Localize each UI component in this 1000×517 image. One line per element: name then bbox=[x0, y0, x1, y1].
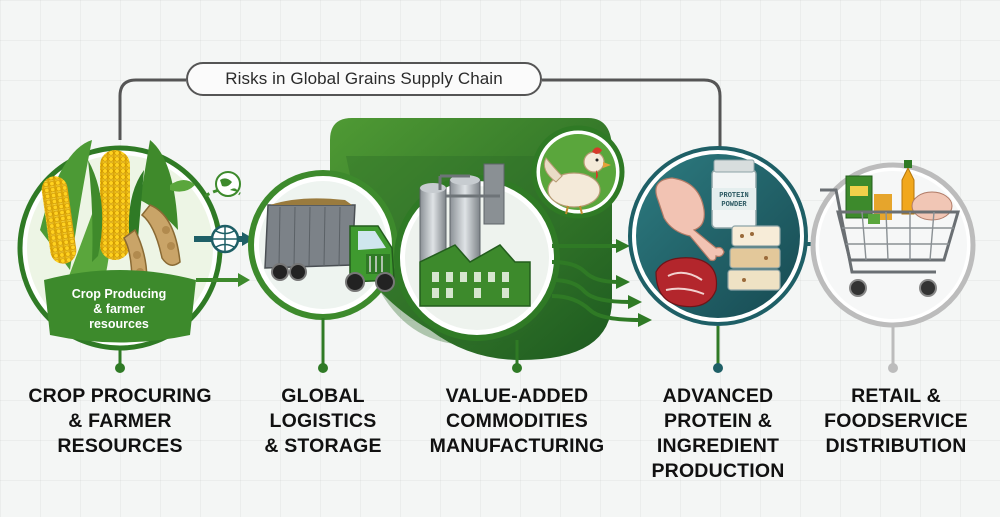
crop-circle bbox=[17, 140, 223, 351]
crop-badge-line-2: & farmer bbox=[93, 302, 145, 316]
crop-badge-line-1: Crop Producing bbox=[71, 287, 167, 301]
stage-2-line-1: GLOBAL bbox=[281, 385, 365, 407]
crop-to-logistics-connector bbox=[194, 171, 254, 287]
diagram-title: Risks in Global Grains Supply Chain bbox=[186, 62, 542, 96]
protein-powder-line-2: POWDER bbox=[721, 201, 747, 209]
stage-5-line-1: RETAIL & bbox=[851, 385, 941, 407]
stage-label-crop-procuring: CROP PROCURING & FARMER RESOURCES bbox=[10, 384, 230, 459]
protein-powder-line-1: PROTEIN bbox=[719, 192, 749, 200]
stage-1-line-2: & FARMER bbox=[68, 410, 172, 432]
protein-circle bbox=[628, 146, 808, 326]
crop-badge-text: Crop Producing & farmer resources bbox=[52, 287, 186, 332]
top-connector bbox=[118, 78, 722, 150]
manufacturing-to-protein-arrows bbox=[551, 244, 641, 322]
stage-1-line-1: CROP PROCURING bbox=[28, 385, 212, 407]
crop-badge-line-3: resources bbox=[89, 317, 149, 331]
stage-3-line-3: MANUFACTURING bbox=[429, 435, 605, 457]
stage-label-value-added: VALUE-ADDED COMMODITIES MANUFACTURING bbox=[414, 384, 620, 459]
label-dots bbox=[115, 363, 898, 373]
stage-label-global-logistics: GLOBAL LOGISTICS & STORAGE bbox=[238, 384, 408, 459]
stage-1-line-3: RESOURCES bbox=[57, 435, 183, 457]
manufacturing-to-protein-arrowheads bbox=[616, 239, 652, 327]
protein-powder-label: PROTEIN POWDER bbox=[712, 192, 756, 210]
stage-3-line-1: VALUE-ADDED bbox=[445, 385, 589, 407]
stage-5-line-3: DISTRIBUTION bbox=[825, 435, 967, 457]
stage-4-line-4: PRODUCTION bbox=[651, 460, 785, 482]
manufacturing-circle bbox=[394, 163, 560, 341]
retail-circle bbox=[810, 160, 976, 328]
stage-5-line-2: FOODSERVICE bbox=[824, 410, 968, 432]
label-stems bbox=[118, 318, 895, 366]
stage-4-line-3: INGREDIENT bbox=[656, 435, 780, 457]
stage-2-line-2: LOGISTICS bbox=[269, 410, 377, 432]
stage-3-line-2: COMMODITIES bbox=[446, 410, 588, 432]
stage-label-advanced-protein: ADVANCED PROTEIN & INGREDIENT PRODUCTION bbox=[630, 384, 806, 484]
chicken-circle bbox=[531, 125, 625, 219]
stage-4-line-2: PROTEIN & bbox=[664, 410, 772, 432]
stage-label-retail-foodservice: RETAIL & FOODSERVICE DISTRIBUTION bbox=[806, 384, 986, 459]
logistics-circle bbox=[248, 170, 398, 320]
stage-2-line-3: & STORAGE bbox=[264, 435, 382, 457]
stage-4-line-1: ADVANCED bbox=[662, 385, 774, 407]
